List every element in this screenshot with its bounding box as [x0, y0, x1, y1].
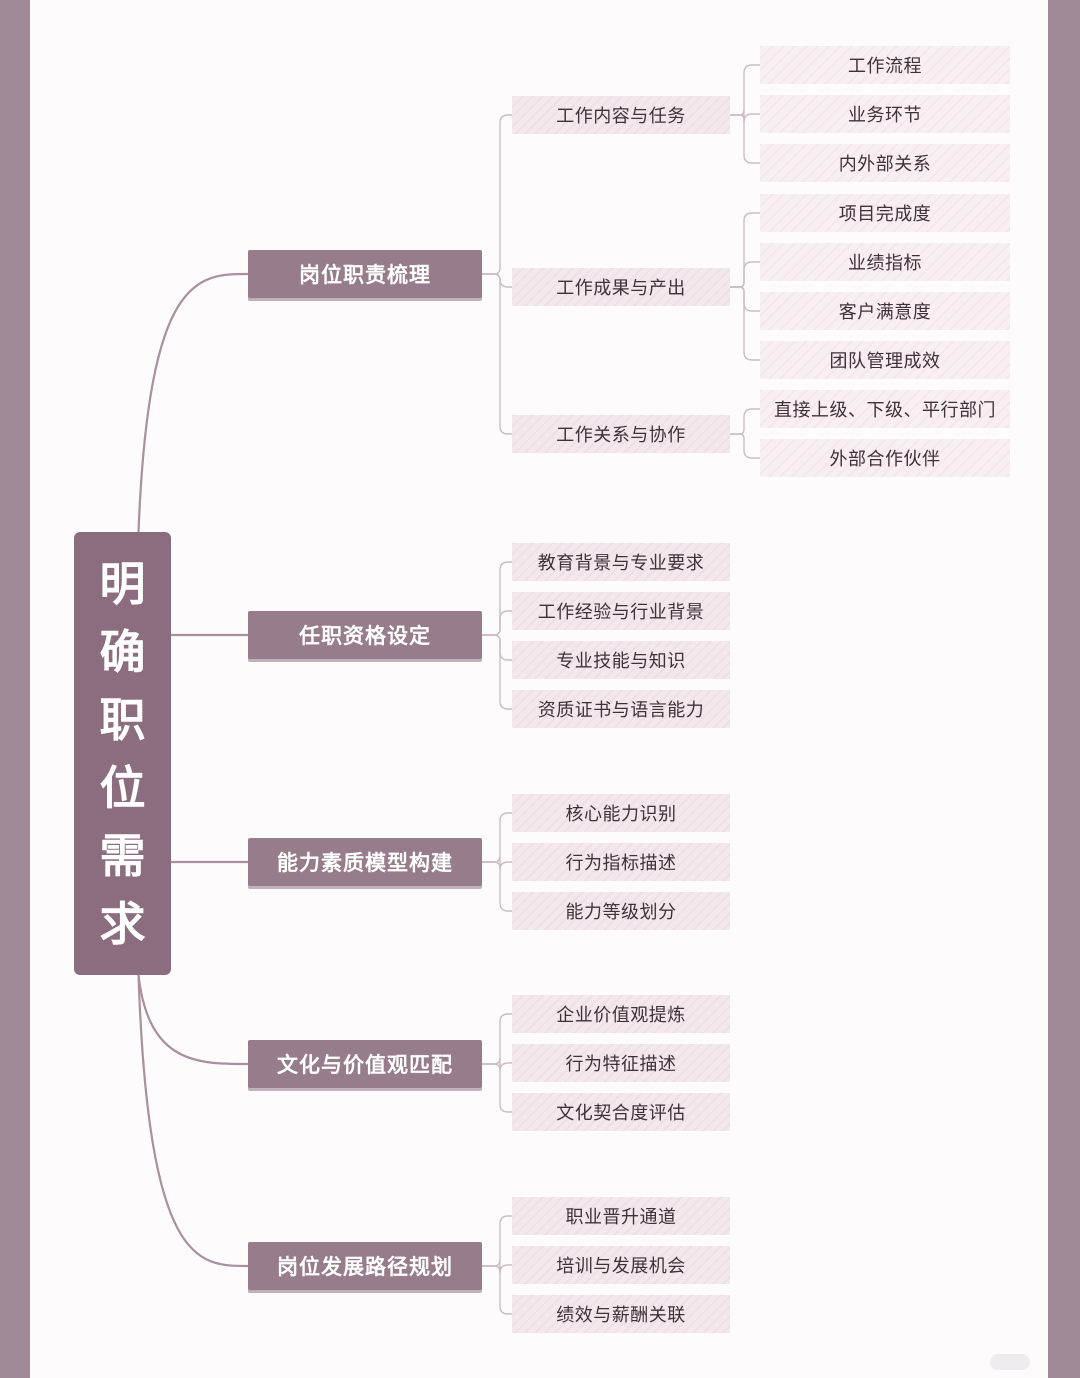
sub-node: 能力等级划分 — [512, 892, 730, 930]
branch-node: 任职资格设定 — [248, 611, 482, 659]
sub-node: 核心能力识别 — [512, 794, 730, 832]
branch-sub-link — [481, 561, 513, 636]
sub-node: 工作内容与任务 — [512, 96, 730, 134]
sub-leaf-link — [729, 433, 761, 459]
leaf-node: 业绩指标 — [760, 243, 1010, 281]
sub-leaf-link — [729, 286, 761, 312]
branch-node: 岗位职责梳理 — [248, 250, 482, 298]
branch-sub-link — [481, 610, 513, 636]
sub-leaf-link — [729, 109, 761, 123]
branch-sub-link — [481, 634, 513, 661]
sub-node: 工作关系与协作 — [512, 415, 730, 453]
sub-node: 绩效与薪酬关联 — [512, 1295, 730, 1333]
root-branch-link — [137, 973, 250, 1066]
branch-node: 能力素质模型构建 — [248, 838, 482, 886]
sub-leaf-link — [729, 64, 761, 116]
sub-leaf-link — [729, 114, 761, 164]
branch-sub-link — [481, 114, 513, 275]
root-title-char: 明 — [99, 556, 146, 611]
root-title-char: 需 — [99, 828, 146, 883]
sub-node: 行为特征描述 — [512, 1044, 730, 1082]
sub-node: 教育背景与专业要求 — [512, 543, 730, 581]
branch-node: 岗位发展路径规划 — [248, 1242, 482, 1290]
connector-lines — [137, 64, 761, 1315]
root-title-char: 求 — [99, 896, 146, 951]
branch-sub-link — [481, 812, 513, 863]
branch-sub-link — [481, 1215, 513, 1267]
sub-leaf-link — [729, 408, 761, 435]
branch-sub-link — [481, 861, 513, 912]
branch-sub-link — [481, 273, 513, 435]
branch-sub-link — [481, 1063, 513, 1113]
sub-leaf-link — [729, 212, 761, 288]
leaf-node: 客户满意度 — [760, 292, 1010, 330]
root-title-char: 确 — [99, 624, 146, 679]
root-branch-link — [137, 973, 250, 1268]
root-title-char: 职 — [99, 692, 146, 747]
sub-leaf-link — [729, 261, 761, 288]
sub-node: 资质证书与语言能力 — [512, 690, 730, 728]
leaf-node: 直接上级、下级、平行部门 — [760, 390, 1010, 428]
leaf-node: 内外部关系 — [760, 144, 1010, 182]
sub-node: 企业价值观提炼 — [512, 995, 730, 1033]
sub-node: 行为指标描述 — [512, 843, 730, 881]
watermark-icon — [990, 1354, 1030, 1370]
root-node: 明确职位需求 — [74, 532, 171, 975]
branch-sub-link — [481, 273, 513, 288]
sub-node: 工作经验与行业背景 — [512, 592, 730, 630]
branch-sub-link — [481, 1265, 513, 1315]
leaf-node: 业务环节 — [760, 95, 1010, 133]
leaf-node: 项目完成度 — [760, 194, 1010, 232]
branch-sub-link — [481, 1013, 513, 1065]
sub-node: 培训与发展机会 — [512, 1246, 730, 1284]
leaf-node: 外部合作伙伴 — [760, 439, 1010, 477]
root-title-char: 位 — [99, 760, 146, 815]
branch-node: 文化与价值观匹配 — [248, 1040, 482, 1088]
sub-node: 文化契合度评估 — [512, 1093, 730, 1131]
sub-leaf-link — [729, 286, 761, 361]
sub-node: 职业晋升通道 — [512, 1197, 730, 1235]
branch-sub-link — [481, 634, 513, 710]
mind-map-canvas: 明确职位需求 岗位职责梳理 任职资格设定 能力素质模型构建 文化与价值观匹配 岗… — [30, 0, 1048, 1378]
sub-node: 工作成果与产出 — [512, 268, 730, 306]
sub-node: 专业技能与知识 — [512, 641, 730, 679]
leaf-node: 工作流程 — [760, 46, 1010, 84]
leaf-node: 团队管理成效 — [760, 341, 1010, 379]
root-branch-link — [137, 272, 250, 534]
